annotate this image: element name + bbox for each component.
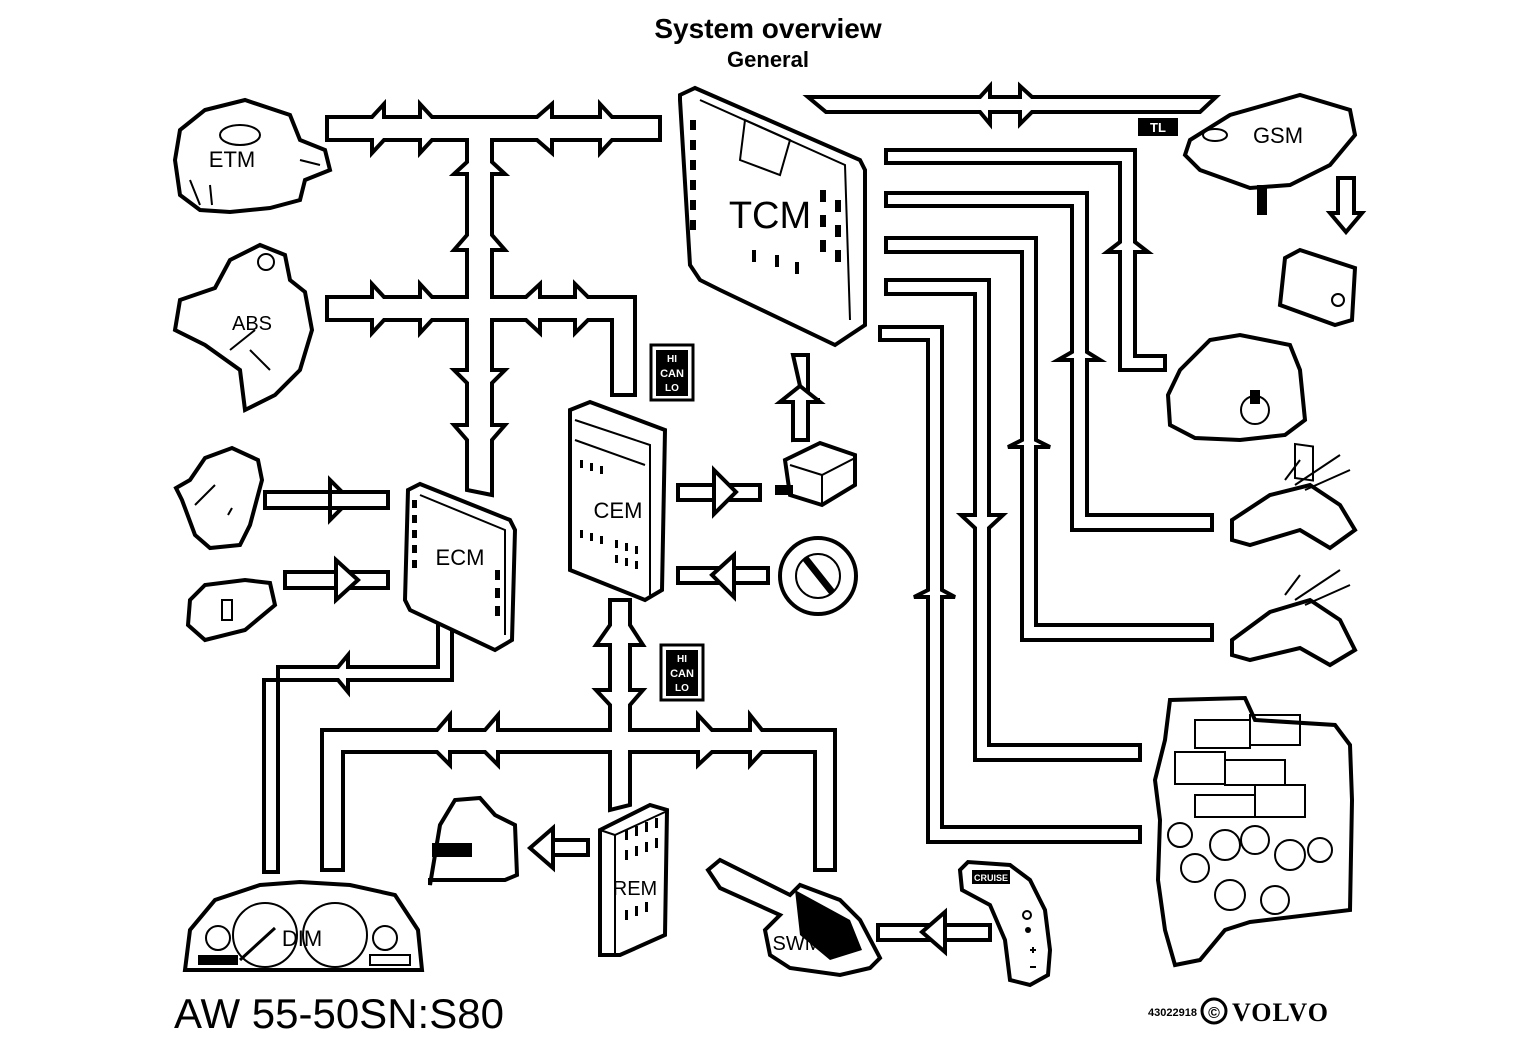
dim-instrument-cluster[interactable]: DIM: [182, 879, 425, 972]
tcm-right-lines: [878, 148, 1214, 844]
diagram-title: System overview: [654, 13, 881, 44]
tcm-module[interactable]: TCM: [678, 85, 867, 348]
volvo-logo: VOLVO: [1232, 998, 1329, 1027]
gsm-label: GSM: [1253, 123, 1303, 148]
cem-label: CEM: [594, 498, 643, 523]
speed-sensor-2[interactable]: [1230, 569, 1358, 668]
relay[interactable]: [775, 440, 857, 508]
svg-text:HI: HI: [677, 654, 687, 665]
gsm-to-display-arrow: [1325, 176, 1367, 236]
etm-label: ETM: [209, 147, 255, 172]
ecm-to-dim-line: [262, 620, 454, 874]
svg-text:HI: HI: [667, 354, 677, 365]
tl-link: [802, 80, 1222, 130]
display-unit[interactable]: [1277, 247, 1358, 482]
gsm-module[interactable]: GSM: [1182, 92, 1358, 215]
cruise-label: CRUISE: [974, 873, 1008, 883]
svg-text:LO: LO: [675, 683, 689, 694]
image-reference: 43022918: [1148, 1007, 1197, 1019]
diagram-subtitle: General: [727, 47, 809, 72]
pedal-position-sensor[interactable]: [173, 445, 265, 551]
speed-sensor-1[interactable]: [1230, 454, 1358, 551]
gear-position-sensor[interactable]: [1165, 332, 1308, 443]
svg-text:CAN: CAN: [670, 668, 694, 680]
swm-steering-wheel-module[interactable]: SWM: [705, 857, 883, 978]
tl-badge: TL: [1138, 118, 1178, 136]
valve-body[interactable]: [1152, 695, 1355, 968]
swm-label: SWM: [773, 933, 822, 955]
can-badge-upper: HI CAN LO: [649, 343, 695, 402]
rem-module[interactable]: REM: [598, 802, 670, 957]
can-badge-lower: HI CAN LO: [659, 643, 705, 702]
svg-text:TL: TL: [1150, 120, 1166, 135]
tail-light[interactable]: [428, 795, 520, 886]
abs-module[interactable]: ABS: [172, 242, 315, 414]
cruise-control-switch[interactable]: CRUISE: [957, 859, 1053, 988]
svg-text:©: ©: [1208, 1005, 1220, 1022]
brake-light-switch[interactable]: [185, 577, 278, 643]
dim-label: DIM: [282, 926, 322, 951]
can-bus-bottom: [320, 598, 837, 872]
ecm-label: ECM: [436, 545, 485, 570]
abs-label: ABS: [232, 313, 272, 335]
ignition-switch[interactable]: [778, 536, 858, 616]
svg-text:LO: LO: [665, 383, 679, 394]
rem-to-taillight-arrow: [548, 838, 590, 857]
copyright-mark: ©: [1200, 997, 1228, 1025]
tcm-label: TCM: [729, 195, 811, 237]
can-bus-top: [325, 98, 662, 498]
model-label: AW 55-50SN:S80: [174, 990, 504, 1037]
rem-label: REM: [613, 878, 657, 900]
cem-module[interactable]: CEM: [568, 399, 668, 603]
etm-module[interactable]: ETM: [172, 97, 333, 215]
svg-text:CAN: CAN: [660, 368, 684, 380]
ecm-module[interactable]: ECM: [402, 481, 518, 653]
